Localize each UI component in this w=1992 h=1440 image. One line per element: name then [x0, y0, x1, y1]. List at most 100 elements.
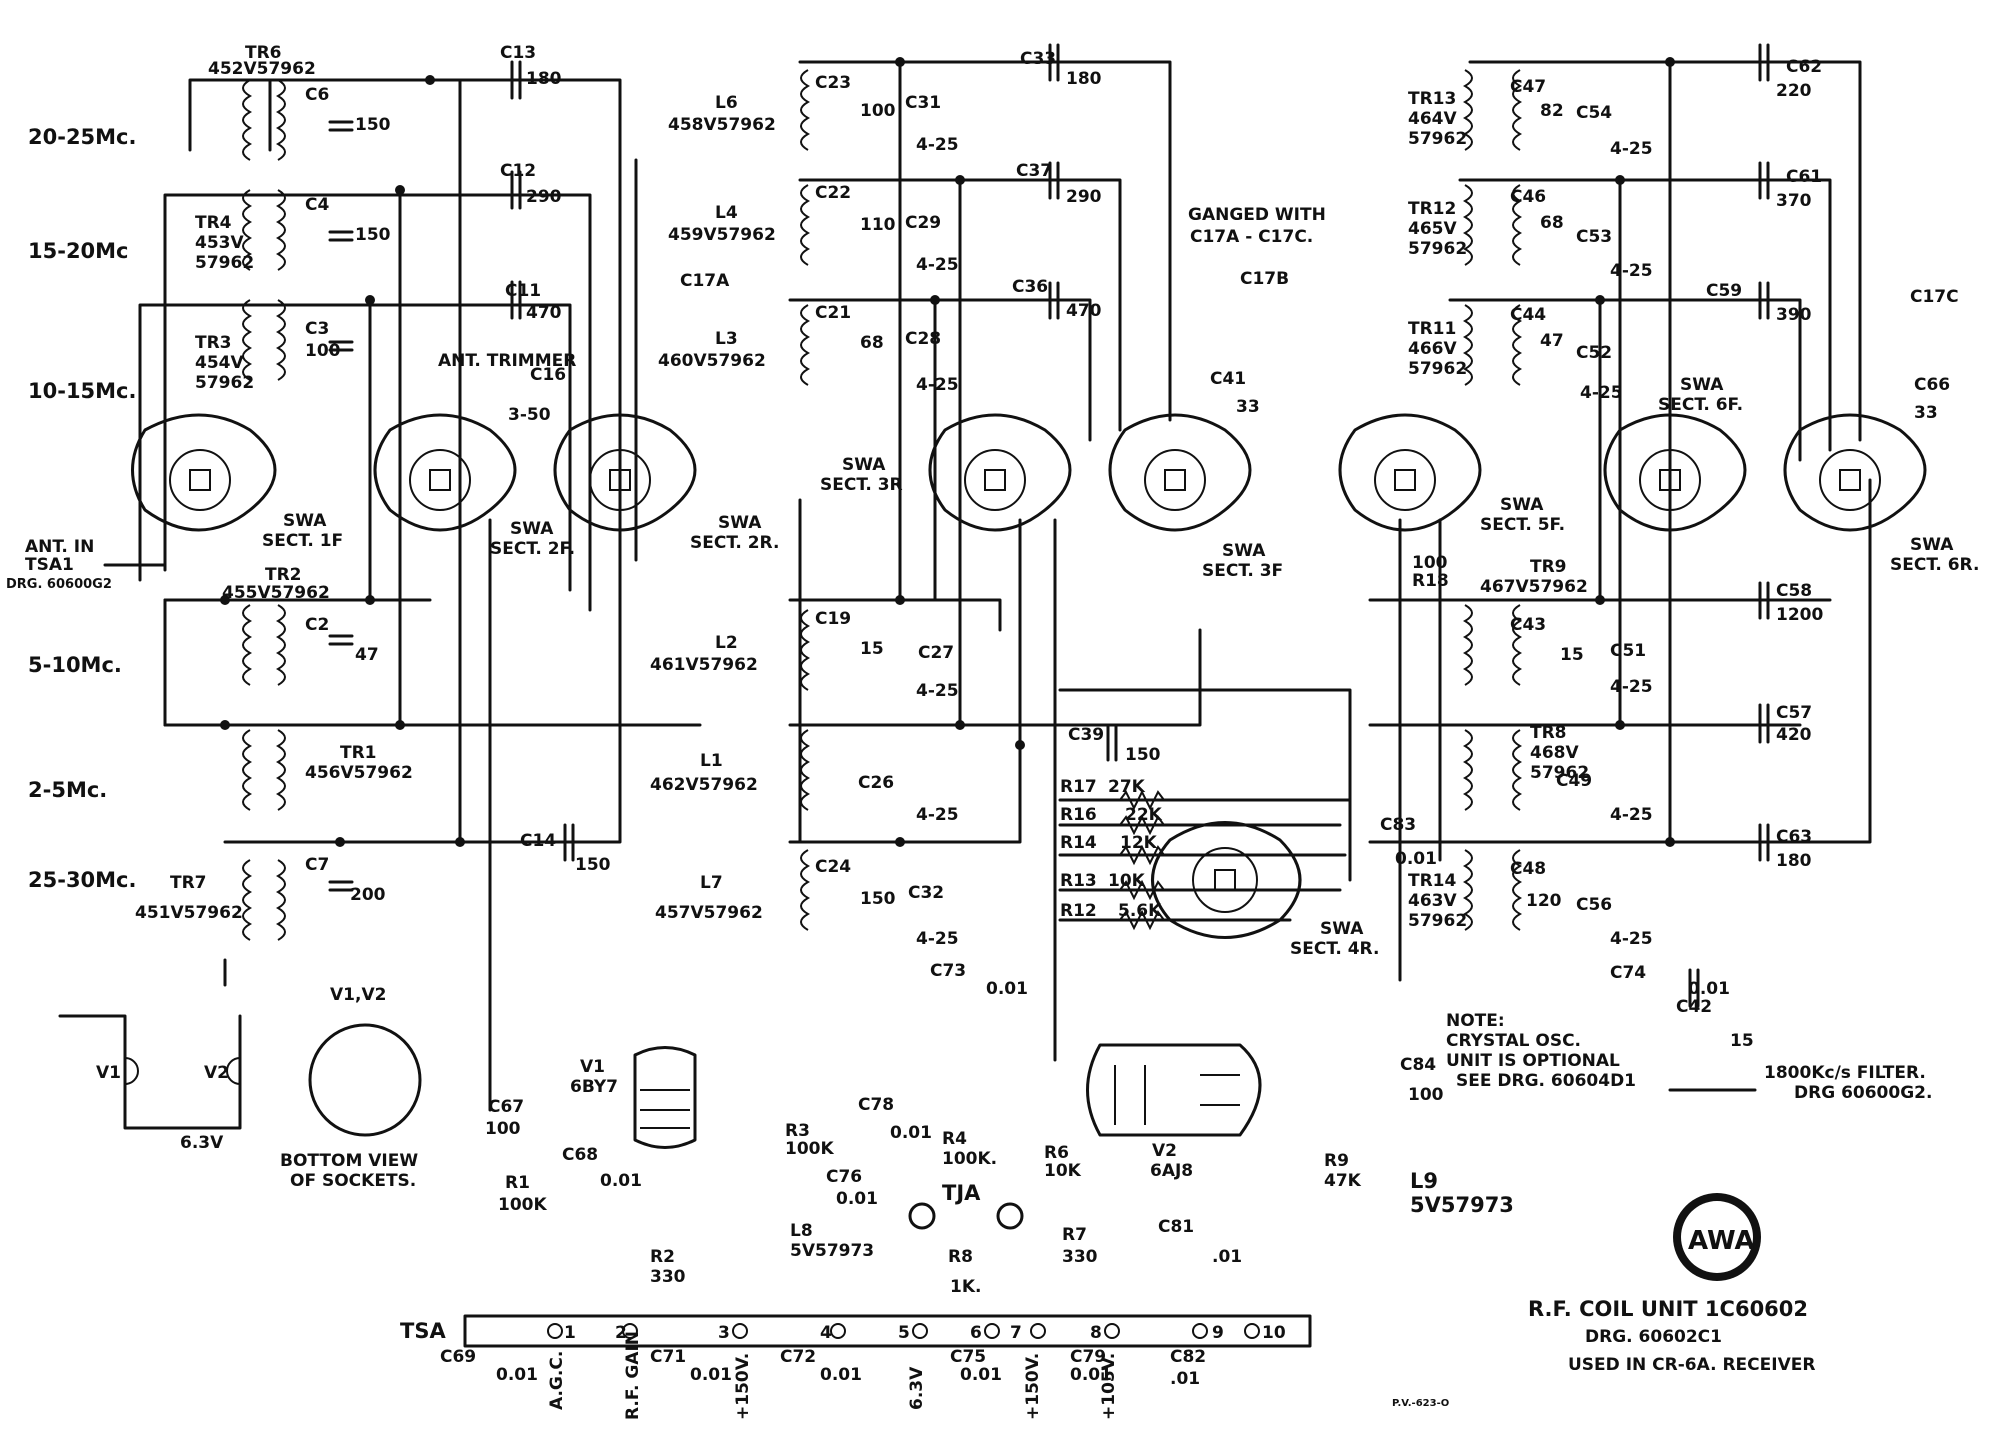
tr12-part-2: 57962: [1408, 239, 1467, 259]
c42-ref: C42: [1676, 997, 1712, 1017]
c4-ref: C4: [305, 195, 329, 215]
antenna-and-gang: ANT. IN TSA1 DRG. 60600G2 ANT. TRIMMER C…: [6, 205, 1959, 592]
tr14-part-1: 463V: [1408, 891, 1457, 911]
tr6-part: 452V57962: [208, 59, 316, 79]
tr11-ref: TR11: [1408, 319, 1456, 339]
c19-ref: C19: [815, 609, 851, 629]
r6-val: 10K: [1044, 1161, 1082, 1181]
c29-ref: C29: [905, 213, 941, 233]
switch-label-6r-line2: SECT. 6R.: [1890, 555, 1979, 575]
r13-ref: R13: [1060, 871, 1097, 891]
socket-diagram: V1,V2 BOTTOM VIEW OF SOCKETS.: [280, 985, 422, 1191]
c52-val: 4-25: [1580, 383, 1623, 403]
switch-1f: [131, 413, 277, 532]
c67-ref: C67: [488, 1097, 524, 1117]
tr3-ref: TR3: [195, 333, 232, 353]
tr13-part-1: 464V: [1408, 109, 1457, 129]
transformer-labels: TR6 452V57962 TR4 453V 57962 TR3 454V 57…: [135, 43, 1589, 931]
c71-ref: C71: [650, 1347, 686, 1367]
switch-2r: [553, 413, 697, 532]
c47-ref: C47: [1510, 77, 1546, 97]
r18-val: 100: [1412, 553, 1448, 573]
filter-line-2: DRG 60600G2.: [1794, 1083, 1932, 1103]
c32-val: 4-25: [916, 929, 959, 949]
c41-ref: C41: [1210, 369, 1246, 389]
l3-ref: L3: [715, 329, 738, 349]
terminal-strip-name: TSA: [400, 1319, 446, 1343]
c73-val: 0.01: [986, 979, 1028, 999]
r3-val: 100K: [785, 1139, 834, 1159]
switch-label-2r-line1: SWA: [718, 513, 762, 533]
left-series-caps: [328, 60, 575, 892]
band-label-25-30: 25-30Mc.: [28, 868, 137, 892]
tsa-label-105v: +105V.: [1099, 1353, 1119, 1420]
center-coils: [800, 69, 811, 931]
r6-ref: R6: [1044, 1143, 1069, 1163]
center-wiring: [788, 60, 1352, 1062]
test-jack: TJA: [908, 1181, 1024, 1230]
tr11-part-1: 466V: [1408, 339, 1457, 359]
r4-ref: R4: [942, 1129, 967, 1149]
c78-ref: C78: [858, 1095, 894, 1115]
tr4-part-2: 57962: [195, 253, 254, 273]
tr11-part-2: 57962: [1408, 359, 1467, 379]
c57-ref: C57: [1776, 703, 1812, 723]
awa-logo: AWA: [1673, 1193, 1761, 1281]
tsa-pin-7: 7: [1010, 1323, 1022, 1343]
tsa-pin-8: 8: [1090, 1323, 1102, 1343]
l4-part: 459V57962: [668, 225, 776, 245]
title-main: R.F. COIL UNIT 1C60602: [1528, 1297, 1808, 1321]
r16-val: 22K: [1125, 805, 1163, 825]
band-label-2-5: 2-5Mc.: [28, 778, 107, 802]
c4-val: 150: [355, 225, 391, 245]
c48-val: 120: [1526, 891, 1562, 911]
band-label-15-20: 15-20Mc: [28, 239, 129, 263]
tube-v2: V2 6AJ8: [1086, 1043, 1262, 1181]
c36-val: 470: [1066, 301, 1102, 321]
tr1-part: 456V57962: [305, 763, 413, 783]
switch-label-3r-line2: SECT. 3R: [820, 475, 903, 495]
c83-ref: C83: [1380, 815, 1416, 835]
c78-val: 0.01: [890, 1123, 932, 1143]
note-block: NOTE: CRYSTAL OSC. UNIT IS OPTIONAL SEE …: [1446, 1011, 1932, 1103]
c49-ref: C49: [1556, 771, 1592, 791]
l7-part: 457V57962: [655, 903, 763, 923]
switch-label-6f-line2: SECT. 6F.: [1658, 395, 1743, 415]
tsa-pin-9: 9: [1212, 1323, 1224, 1343]
c66-ref: C66: [1914, 375, 1950, 395]
l6-ref: L6: [715, 93, 738, 113]
tr3-part-1: 454V: [195, 353, 244, 373]
c3-ref: C3: [305, 319, 329, 339]
switch-label-2f-line2: SECT. 2F.: [490, 539, 575, 559]
l6-part: 458V57962: [668, 115, 776, 135]
c33-val: 180: [1066, 69, 1102, 89]
c52-ref: C52: [1576, 343, 1612, 363]
switch-label-4r-line2: SECT. 4R.: [1290, 939, 1379, 959]
tr2-ref: TR2: [265, 565, 302, 585]
heater-supply-label: 6.3V: [180, 1133, 224, 1153]
title-drawing: DRG. 60602C1: [1585, 1327, 1722, 1347]
c43-ref: C43: [1510, 615, 1546, 635]
tsa-pin-5: 5: [898, 1323, 910, 1343]
switch-labels: SWA SECT. 1F SWA SECT. 2F. SWA SECT. 2R.…: [262, 375, 1979, 959]
tr4-ref: TR4: [195, 213, 232, 233]
socket-caption-1: BOTTOM VIEW: [280, 1151, 418, 1171]
switch-label-3r-line1: SWA: [842, 455, 886, 475]
v1-ref: V1: [580, 1057, 605, 1077]
r8-ref: R8: [948, 1247, 973, 1267]
switch-label-4r-line1: SWA: [1320, 919, 1364, 939]
l2-ref: L2: [715, 633, 738, 653]
switch-label-2f-line1: SWA: [510, 519, 554, 539]
socket-title: V1,V2: [330, 985, 386, 1005]
tr12-part-1: 465V: [1408, 219, 1457, 239]
filter-line-1: 1800Kc/s FILTER.: [1764, 1063, 1926, 1083]
tr14-part-2: 57962: [1408, 911, 1467, 931]
c68-val: 0.01: [600, 1171, 642, 1191]
c11-ref: C11: [505, 281, 541, 301]
tsa-label-6v3: 6.3V: [907, 1366, 927, 1410]
tr7-part: 451V57962: [135, 903, 243, 923]
c24-ref: C24: [815, 857, 851, 877]
switch-label-6r-line1: SWA: [1910, 535, 1954, 555]
c29-val: 4-25: [916, 255, 959, 275]
c58-val: 1200: [1776, 605, 1823, 625]
